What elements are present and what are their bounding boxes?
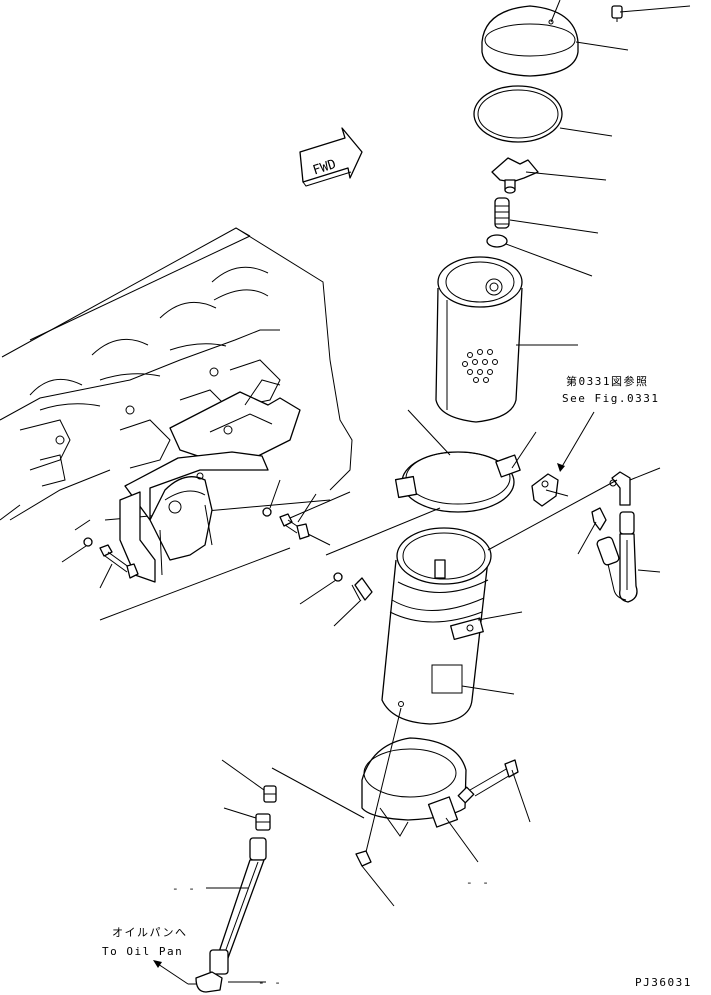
mounting-bracket xyxy=(119,379,301,583)
filter-cap xyxy=(481,0,579,77)
o-ring xyxy=(473,85,563,143)
fwd-arrow: FWD xyxy=(299,127,363,187)
gasket-plate xyxy=(531,473,559,507)
fwd-label: FWD xyxy=(311,157,338,179)
bracket-bolt-left xyxy=(83,537,139,579)
drain-plug xyxy=(355,850,372,867)
filter-element xyxy=(435,256,523,423)
adapter-fitting-upper xyxy=(263,785,277,803)
engine-block xyxy=(0,227,353,621)
diagram-id: PJ36031 xyxy=(635,976,692,989)
spring xyxy=(494,197,510,229)
right-hose xyxy=(619,511,638,603)
oil-pan-english: To Oil Pan xyxy=(102,945,184,958)
housing-clamp xyxy=(450,617,484,641)
upper-clamp-band xyxy=(394,451,521,513)
washer xyxy=(486,234,508,248)
filter-housing xyxy=(381,527,492,725)
lower-clamp-band xyxy=(361,737,467,837)
dash-mark-band: - - xyxy=(466,876,491,889)
elbow-fitting-right xyxy=(609,471,631,506)
bracket-bolt-right xyxy=(262,507,310,540)
fig-reference-japanese: 第0331図参照 xyxy=(566,375,649,388)
oil-drain-hose xyxy=(188,837,267,993)
cap-bolt xyxy=(611,5,623,22)
filter-handle xyxy=(491,157,539,194)
oil-pan-arrow xyxy=(153,960,189,985)
lower-long-bolt xyxy=(457,759,519,804)
housing-bolt xyxy=(333,572,373,601)
dash-mark-elbow: - - xyxy=(258,976,283,989)
right-connector xyxy=(591,507,627,601)
oil-pan-japanese: オイルパンへ xyxy=(112,926,188,939)
leader-lines xyxy=(61,5,691,983)
dash-mark-hose: - - xyxy=(172,882,197,895)
adapter-fitting-lower xyxy=(255,813,271,831)
fig-reference-english: See Fig.0331 xyxy=(562,392,660,405)
